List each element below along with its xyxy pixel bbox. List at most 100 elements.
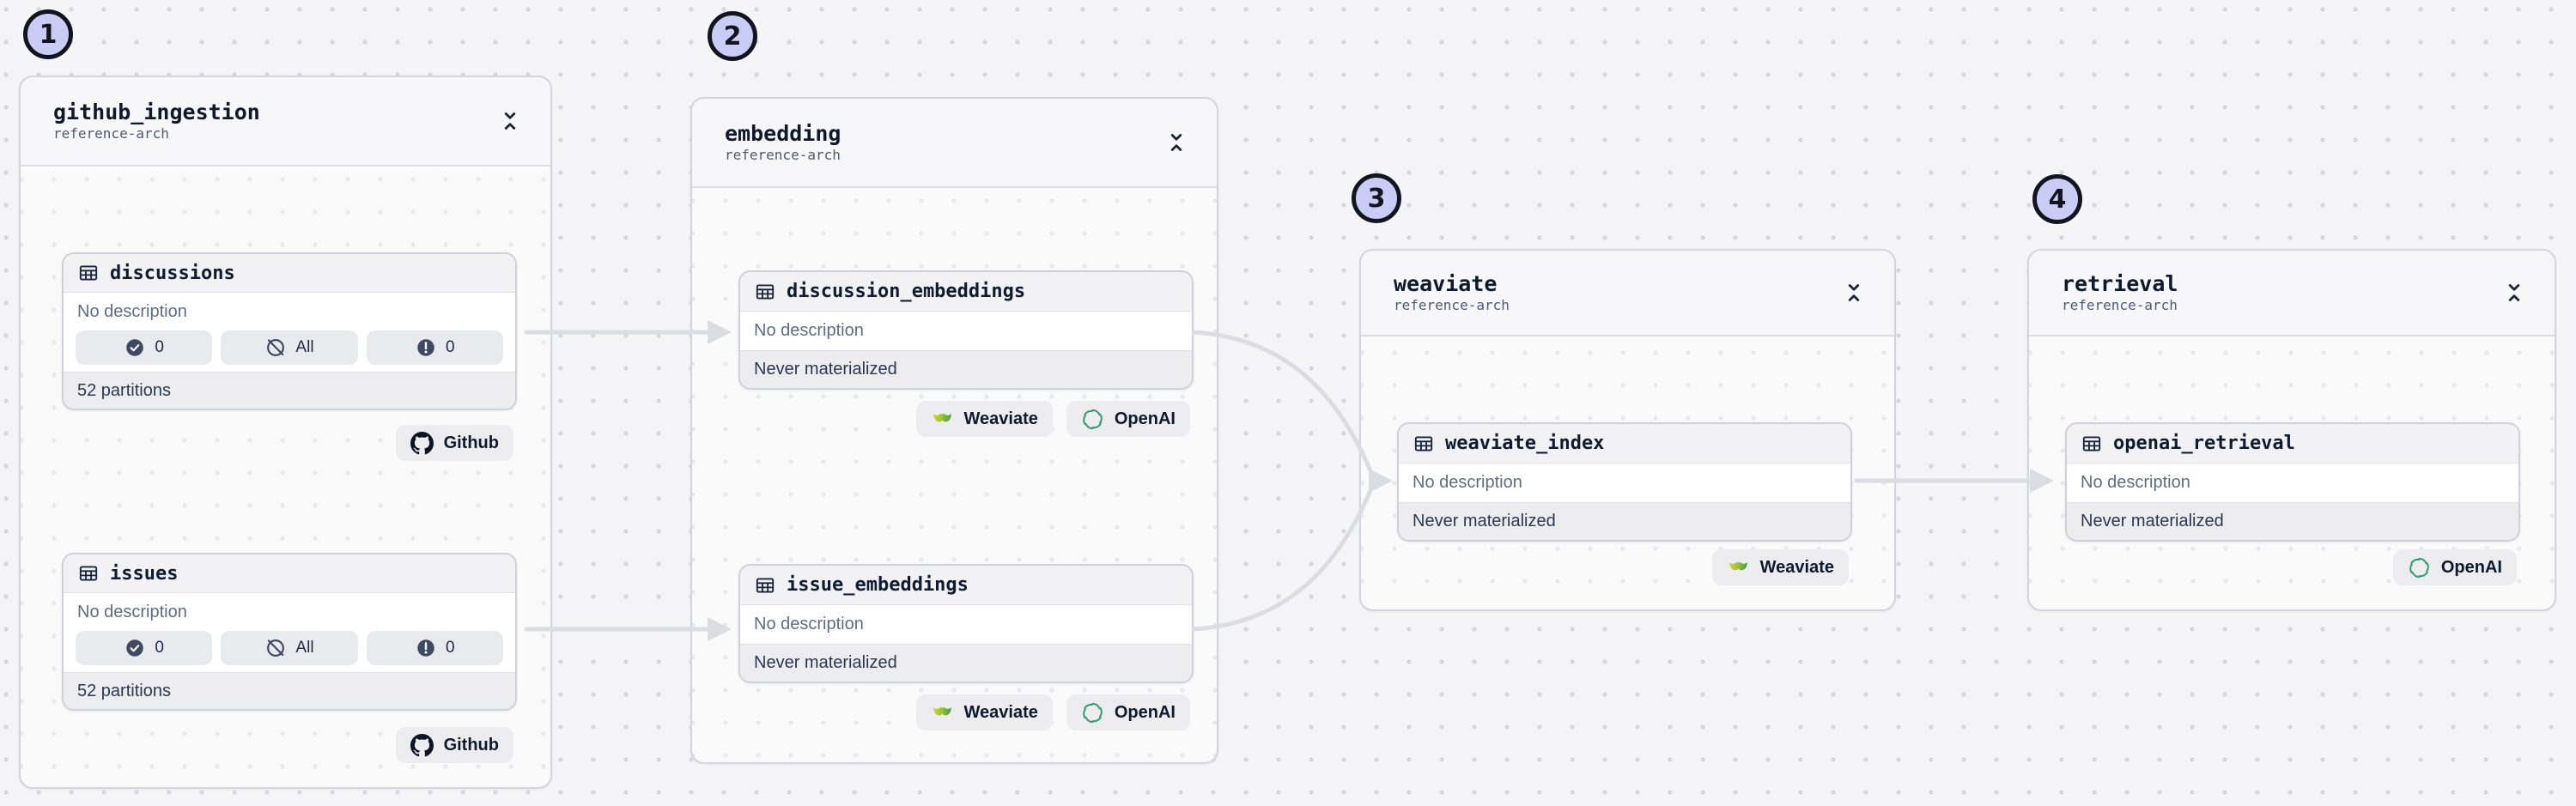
step-number: 1 <box>39 19 58 50</box>
collapse-group-button[interactable] <box>495 104 525 138</box>
failed-count-badge[interactable]: 0 <box>366 330 503 365</box>
asset-group-github-ingestion: github_ingestion reference-arch discussi… <box>19 76 552 789</box>
kind-tags-row: Weaviate OpenAI <box>915 401 1190 437</box>
asset-card-discussion-embeddings[interactable]: discussion_embeddings No description Nev… <box>738 270 1194 390</box>
group-subtitle: reference-arch <box>53 125 169 142</box>
tag-openai[interactable]: OpenAI <box>2392 549 2517 585</box>
asset-description: No description <box>64 593 515 631</box>
asset-name: discussion_embeddings <box>787 281 1026 302</box>
table-icon <box>2081 433 2103 455</box>
step-badge-4: 4 <box>2032 174 2082 224</box>
openai-icon <box>1081 701 1104 724</box>
tag-openai[interactable]: OpenAI <box>1066 401 1190 437</box>
asset-card-header: issue_embeddings <box>740 566 1192 605</box>
asset-description: No description <box>740 312 1192 350</box>
missing-partitions-badge[interactable]: All <box>221 631 358 665</box>
table-icon <box>1413 433 1435 455</box>
tag-label: OpenAI <box>2440 557 2502 577</box>
group-title: github_ingestion <box>53 99 260 124</box>
group-title: retrieval <box>2062 270 2178 296</box>
badge-label: 0 <box>155 639 164 657</box>
tag-label: Weaviate <box>1759 557 1834 577</box>
asset-footer: Never materialized <box>1399 502 1850 540</box>
tag-label: Github <box>443 433 499 452</box>
badge-label: All <box>295 639 314 657</box>
asset-group-retrieval: retrieval reference-arch openai_retrieva… <box>2027 249 2556 611</box>
tag-github[interactable]: Github <box>395 727 513 763</box>
asset-card-header: weaviate_index <box>1399 424 1850 464</box>
tag-label: OpenAI <box>1114 702 1176 722</box>
asset-group-embedding: embedding reference-arch discussion_embe… <box>690 97 1218 764</box>
badge-label: 0 <box>446 338 455 356</box>
collapse-icon <box>499 107 521 135</box>
asset-footer: Never materialized <box>740 644 1192 682</box>
collapse-icon <box>1843 279 1865 306</box>
badge-label: 0 <box>446 639 455 657</box>
failed-count-badge[interactable]: 0 <box>366 631 503 665</box>
kind-tags-row: Weaviate OpenAI <box>915 694 1190 730</box>
group-subtitle: reference-arch <box>725 147 841 164</box>
collapse-group-button[interactable] <box>1839 276 1868 310</box>
table-icon <box>77 262 100 284</box>
group-header-github-ingestion: github_ingestion reference-arch <box>21 77 550 167</box>
tag-weaviate[interactable]: Weaviate <box>1711 549 1849 585</box>
step-badge-2: 2 <box>708 11 757 61</box>
asset-card-issue-embeddings[interactable]: issue_embeddings No description Never ma… <box>738 564 1194 683</box>
weaviate-icon <box>1727 556 1750 579</box>
tag-weaviate[interactable]: Weaviate <box>915 401 1053 437</box>
group-subtitle: reference-arch <box>2062 297 2178 314</box>
edge-discussion-embeddings-to-weaviate-index <box>1191 330 1374 476</box>
asset-description: No description <box>740 605 1192 644</box>
badge-label: 0 <box>155 338 164 356</box>
tag-openai[interactable]: OpenAI <box>1066 694 1190 730</box>
step-badge-3: 3 <box>1352 173 1401 223</box>
asset-card-discussions[interactable]: discussions No description 0 All 0 52 pa… <box>62 252 517 410</box>
kind-tags-row: Github <box>395 425 513 461</box>
tag-label: Github <box>443 735 499 754</box>
tag-label: Weaviate <box>963 702 1038 722</box>
tag-weaviate[interactable]: Weaviate <box>915 694 1053 730</box>
asset-footer: Never materialized <box>2067 502 2518 540</box>
check-circle-icon <box>124 637 146 659</box>
kind-tags-row: OpenAI <box>2392 549 2517 585</box>
missing-partitions-badge[interactable]: All <box>221 330 358 365</box>
tag-github[interactable]: Github <box>395 425 513 461</box>
collapse-icon <box>1165 129 1188 156</box>
step-number: 2 <box>723 21 742 52</box>
kind-tags-row: Github <box>395 727 513 763</box>
tag-label: Weaviate <box>963 409 1038 428</box>
group-subtitle: reference-arch <box>1394 297 1510 314</box>
materialized-count-badge[interactable]: 0 <box>76 330 213 365</box>
edge-issue-embeddings-to-weaviate-index <box>1191 486 1374 632</box>
asset-footer: 52 partitions <box>64 372 515 409</box>
asset-name: discussions <box>110 262 235 284</box>
group-title: weaviate <box>1394 270 1498 296</box>
slash-circle-icon <box>264 637 287 659</box>
asset-card-header: discussion_embeddings <box>740 272 1192 312</box>
asset-footer: Never materialized <box>740 350 1192 388</box>
slash-circle-icon <box>264 336 287 359</box>
badge-label: All <box>295 338 314 356</box>
asset-name: openai_retrieval <box>2113 433 2295 454</box>
group-header-embedding: embedding reference-arch <box>692 99 1217 188</box>
github-icon <box>410 734 434 757</box>
asset-card-weaviate-index[interactable]: weaviate_index No description Never mate… <box>1397 422 1852 542</box>
tag-label: OpenAI <box>1114 409 1176 428</box>
asset-description: No description <box>1399 464 1850 502</box>
group-header-weaviate: weaviate reference-arch <box>1361 251 1894 336</box>
group-title: embedding <box>725 120 841 146</box>
asset-card-openai-retrieval[interactable]: openai_retrieval No description Never ma… <box>2065 422 2520 542</box>
collapse-group-button[interactable] <box>1162 125 1191 160</box>
asset-card-header: discussions <box>64 254 515 293</box>
partition-badges-row: 0 All 0 <box>64 330 515 372</box>
step-badge-1: 1 <box>23 9 73 59</box>
table-icon <box>754 281 776 303</box>
step-number: 3 <box>1367 183 1386 214</box>
collapse-group-button[interactable] <box>2500 276 2529 310</box>
asset-card-header: issues <box>64 555 515 593</box>
materialized-count-badge[interactable]: 0 <box>76 631 213 665</box>
asset-card-issues[interactable]: issues No description 0 All 0 52 partiti… <box>62 553 517 711</box>
github-icon <box>410 432 434 455</box>
step-number: 4 <box>2048 184 2067 215</box>
